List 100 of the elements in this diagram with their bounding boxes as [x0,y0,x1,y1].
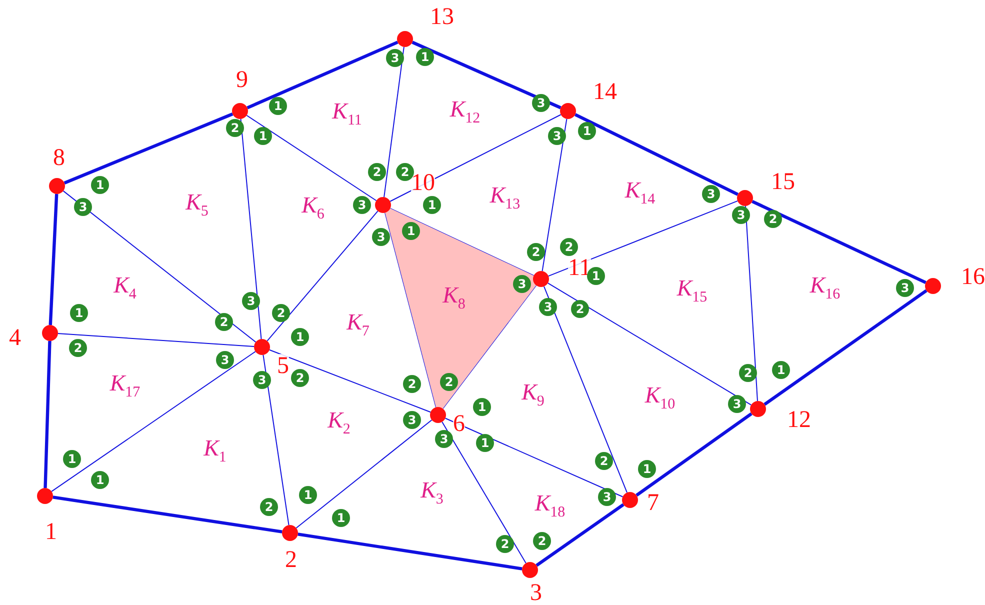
local-number-marker: 2 [496,535,514,553]
local-number-marker: 2 [403,375,421,393]
local-number-marker: 3 [353,196,371,214]
local-number-marker: 3 [74,198,92,216]
element-label: K$_{14}$ [624,178,656,210]
local-number-marker: 1 [91,471,109,489]
local-number-marker: 1 [473,398,491,416]
local-number-marker: 3 [253,371,271,389]
element-label: K$_{15}$ [676,276,708,308]
local-number-marker: 3 [372,228,390,246]
mesh-edge [745,205,758,402]
local-number-marker: 2 [272,304,290,322]
mesh-edge [262,354,290,526]
local-number-marker: 1 [416,48,434,66]
local-number-marker: 2 [739,364,757,382]
element-label: K$_{2}$ [328,408,350,440]
local-number-marker: 2 [226,119,244,137]
local-number-marker: 3 [403,411,421,429]
element-label: K$_{17}$ [110,370,140,402]
boundary-edge [412,40,562,110]
boundary-edge [764,289,928,406]
local-number-marker: 2 [215,313,233,331]
local-number-marker: 2 [764,210,782,228]
local-number-marker: 1 [63,450,81,468]
element-label: K$_{9}$ [522,380,544,412]
local-number-marker: 2 [291,369,309,387]
local-number-marker: 3 [539,298,557,316]
local-number-marker: 3 [242,292,260,310]
mesh-edge [266,210,378,342]
local-number-marker: 1 [587,267,605,285]
mesh-edge [390,114,562,202]
boundary-edge [64,112,234,184]
local-number-marker: 3 [386,49,404,67]
mesh-edge [384,46,404,198]
mesh-edge [62,190,256,343]
mesh-edge [548,200,738,277]
local-number-marker: 3 [532,94,550,112]
local-number-marker: 1 [269,97,287,115]
element-label: K$_{1}$ [204,436,226,468]
local-number-marker: 3 [598,488,616,506]
mesh-edge [240,118,262,340]
local-number-marker: 2 [368,163,386,181]
boundary-edge [44,340,52,488]
local-number-marker: 3 [732,206,750,224]
local-number-marker: 3 [548,127,566,145]
element-label: K$_{8}$ [442,282,466,314]
boundary-edge [536,503,624,567]
local-number-marker: 1 [578,122,596,140]
local-number-marker: 1 [423,196,441,214]
local-number-marker: 2 [396,163,414,181]
boundary-edge [636,412,752,497]
local-number-marker: 3 [728,395,746,413]
boundary-edge [48,194,58,326]
mesh-edge [268,349,432,413]
local-number-marker: 3 [702,185,720,203]
mesh-edge [296,419,432,529]
local-number-marker: 1 [772,361,790,379]
local-number-marker: 1 [70,304,88,322]
mesh-edge [444,418,624,498]
local-number-marker: 1 [91,176,109,194]
element-label: K$_{7}$ [346,310,370,342]
local-number-marker: 1 [476,434,494,452]
local-number-marker: 2 [595,452,613,470]
local-number-marker: 3 [896,279,914,297]
element-label: K$_{4}$ [114,272,136,304]
element-label: K$_{10}$ [644,382,676,414]
local-number-marker: 1 [291,328,309,346]
local-number-marker: 2 [533,532,551,550]
boundary-edge [752,200,926,284]
element-label: K$_{18}$ [534,490,566,522]
local-number-marker: 2 [527,243,545,261]
element-label: K$_{12}$ [450,96,480,128]
mesh-edge [547,282,752,406]
mesh-edge [57,333,255,347]
element-label: K$_{3}$ [420,478,444,510]
local-number-marker: 1 [332,509,350,527]
mesh-edge [246,114,377,202]
mesh-edge [542,118,568,272]
boundary-edge [298,532,522,570]
boundary-edge [52,496,282,534]
element-label: K$_{11}$ [332,98,362,130]
mesh-edge [390,208,534,276]
mesh-edge [442,284,537,410]
local-number-marker: 1 [638,460,656,478]
local-number-marker: 2 [571,300,589,318]
local-number-marker: 3 [216,351,234,369]
mesh-edge [442,421,526,564]
local-number-marker: 3 [435,430,453,448]
boundary-edge [574,113,739,196]
local-number-marker: 2 [260,498,278,516]
element-label: K$_{16}$ [810,272,840,304]
mesh-edge [51,351,256,492]
element-label: K$_{6}$ [302,192,324,224]
mesh-edge [384,212,436,408]
element-label: K$_{13}$ [490,182,520,214]
local-number-marker: 2 [560,238,578,256]
local-number-marker: 1 [254,127,272,145]
local-number-marker: 2 [69,339,87,357]
element-label: K$_{5}$ [186,190,208,222]
local-number-marker: 1 [299,486,317,504]
